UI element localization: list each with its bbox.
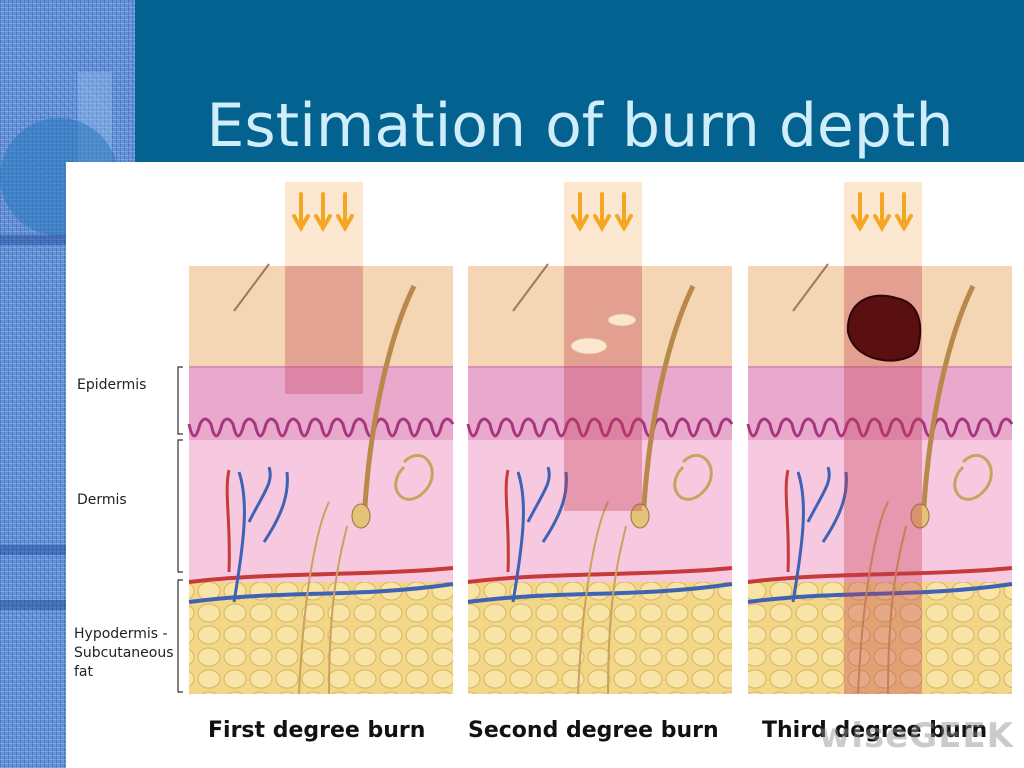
artery — [188, 566, 454, 584]
vein-branch — [511, 471, 525, 603]
label-hypodermis-line3: fat — [74, 664, 93, 680]
layer-bracket — [177, 439, 183, 573]
watermark: wiseGEEK — [818, 716, 1014, 756]
nerve-fibers — [857, 501, 907, 695]
heat-arrow — [292, 192, 310, 232]
dermal-junction — [746, 417, 1014, 438]
skin-cross-section-diagram — [177, 182, 1014, 695]
dermis-layer — [189, 440, 453, 582]
artery — [467, 566, 733, 584]
label-dermis: Dermis — [77, 492, 127, 508]
capillary-tree — [504, 466, 568, 603]
nerve-fibers — [577, 501, 627, 695]
label-second-degree-burn: Second degree burn — [468, 718, 719, 743]
vein — [188, 582, 454, 604]
skin-panel-1 — [187, 182, 455, 695]
heat-arrow — [851, 192, 869, 232]
vein — [747, 582, 1013, 604]
vein-branch — [541, 471, 568, 543]
dermal-junction — [187, 417, 455, 438]
label-hypodermis-line2: Subcutaneous — [74, 645, 174, 661]
nerve-fiber — [887, 525, 907, 695]
heat-arrow — [615, 192, 633, 232]
skin-panel-2 — [466, 182, 734, 695]
sweat-gland — [953, 454, 993, 501]
hair-shaft — [361, 284, 417, 523]
skin-surface-layer — [189, 266, 453, 367]
nerve-fiber — [607, 525, 627, 695]
burn-depth-figure: Epidermis Dermis Hypodermis - Subcutaneo… — [66, 162, 1024, 768]
vein-branch — [821, 471, 848, 543]
nerve-fiber — [857, 501, 889, 695]
skin-panel-3 — [746, 182, 1014, 695]
heat-arrow — [314, 192, 332, 232]
layer-bracket — [177, 579, 183, 693]
dermis-layer — [748, 440, 1012, 582]
dermal-junction — [466, 417, 734, 438]
blister — [607, 313, 637, 327]
vein-branch — [526, 466, 551, 523]
capillary-tree — [225, 466, 289, 603]
hair-follicle-bulb — [910, 503, 930, 529]
sweat-gland — [394, 454, 434, 501]
nerve-fiber — [298, 501, 330, 695]
heat-arrow — [336, 192, 354, 232]
capillary-tree — [784, 466, 848, 603]
slide-title: Estimation of burn depth — [206, 91, 954, 161]
blister — [570, 337, 608, 355]
layer-brackets — [177, 366, 183, 693]
first-degree-burn-zone — [285, 266, 363, 394]
nerve-fibers — [298, 501, 348, 695]
second-degree-burn-zone — [564, 266, 642, 511]
label-hypodermis-line1: Hypodermis - — [74, 626, 168, 642]
sweat-gland — [673, 454, 713, 501]
eschar — [846, 294, 922, 362]
vein — [467, 582, 733, 604]
vein-branch — [232, 471, 246, 603]
artery-branch — [504, 469, 510, 573]
surface-hair — [512, 263, 549, 312]
heat-arrow — [593, 192, 611, 232]
hair-shaft — [640, 284, 696, 523]
hair-follicle-bulb — [351, 503, 371, 529]
hair-shaft — [920, 284, 976, 523]
nerve-fiber — [328, 525, 348, 695]
dermis-layer — [468, 440, 732, 582]
label-first-degree-burn: First degree burn — [208, 718, 426, 743]
vein-branch — [262, 471, 289, 543]
vein-branch — [247, 466, 272, 523]
hair-follicle-bulb — [630, 503, 650, 529]
label-third-degree-burn: Third degree burn — [762, 718, 988, 743]
artery-branch — [784, 469, 790, 573]
heat-arrow — [873, 192, 891, 232]
nerve-fiber — [577, 501, 609, 695]
layer-bracket — [177, 366, 183, 435]
artery-branch — [225, 469, 231, 573]
artery — [747, 566, 1013, 584]
surface-hair — [233, 263, 270, 312]
heat-arrow — [895, 192, 913, 232]
surface-hair — [792, 263, 829, 312]
vein-branch — [791, 471, 805, 603]
label-epidermis: Epidermis — [77, 377, 147, 393]
heat-arrow — [571, 192, 589, 232]
vein-branch — [806, 466, 831, 523]
